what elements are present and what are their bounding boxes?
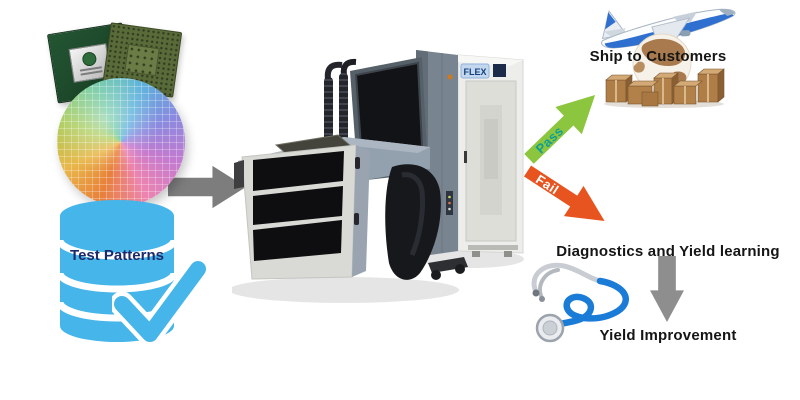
arrow-down-icon [650, 256, 684, 322]
globe-boxes-icon [604, 33, 725, 108]
flex-badge: FLEX [463, 67, 486, 77]
test-patterns-label: Test Patterns [70, 247, 164, 264]
checkmark-icon [112, 256, 206, 347]
fail-arrow: Fail [518, 156, 615, 236]
chip-logo-icon [81, 51, 98, 68]
pass-arrow: Pass [516, 81, 609, 172]
diagnostics-label: Diagnostics and Yield learning [556, 243, 780, 260]
tester-machine-image: FLEX [232, 50, 524, 303]
silicon-wafer-icon [57, 78, 185, 206]
ship-to-customers-label: Ship to Customers [589, 48, 727, 65]
stethoscope-icon [531, 262, 629, 343]
airplane-icon [601, 8, 736, 49]
yield-improvement-label: Yield Improvement [599, 327, 737, 344]
